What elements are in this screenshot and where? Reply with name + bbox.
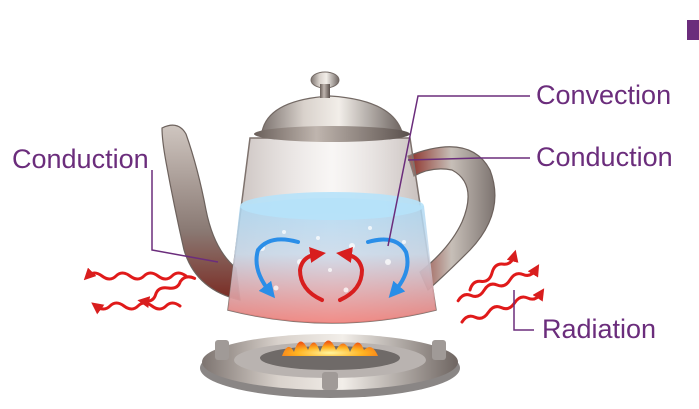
radiation-label: Radiation xyxy=(542,316,656,343)
conduction-right-label: Conduction xyxy=(536,144,673,171)
kettle-icon xyxy=(162,72,495,323)
convection-label: Convection xyxy=(536,82,671,109)
conduction-left-label: Conduction xyxy=(12,146,149,173)
